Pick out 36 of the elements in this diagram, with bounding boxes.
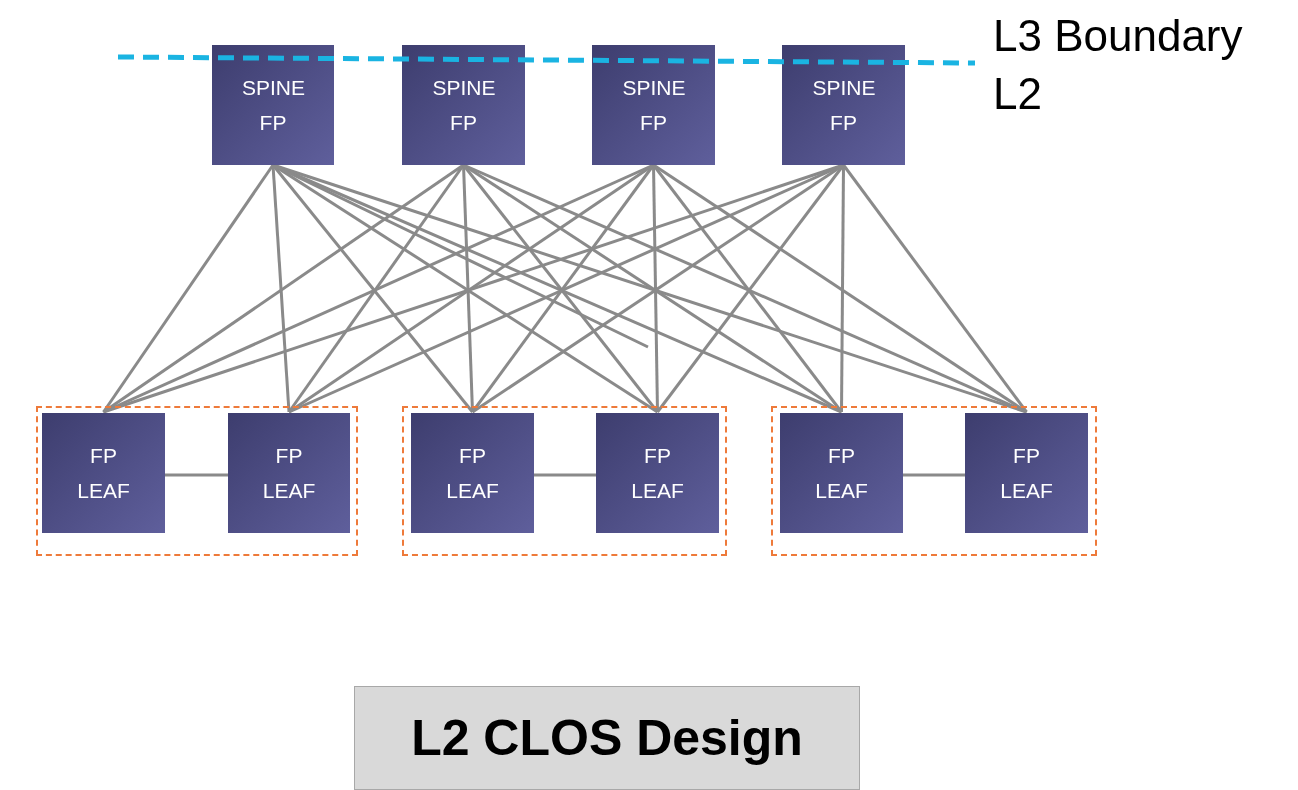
boundary-label: L2 [993,70,1042,118]
device-label: SPINE FP [432,75,495,136]
device-label: FP LEAF [445,443,500,504]
leaf-switch-box [596,413,719,533]
link-line [842,164,1028,413]
leaf-switch-box [780,413,903,533]
boundary-label: L3 Boundary [993,12,1243,60]
leaf-switch-box [411,413,534,533]
device-label: FP LEAF [630,443,685,504]
leaf-switch-box [42,413,165,533]
device-label: FP LEAF [261,443,317,504]
dashed-group-box [402,406,727,556]
link-line [840,165,845,412]
link-line [271,164,291,413]
device-label: FP LEAF [76,443,131,504]
spine-switch-box [402,45,525,165]
dashed-group-box [36,406,358,556]
device-label: SPINE FP [242,75,304,136]
device-label: FP LEAF [814,443,869,504]
leaf-switch-box [965,413,1088,533]
link-line [165,473,228,477]
device-label: FP LEAF [999,443,1054,504]
dashed-group-box [771,406,1097,556]
link-line [102,164,275,413]
link-line [903,473,965,477]
link-line [652,164,659,413]
caption-box [354,686,860,790]
leaf-switch-box [228,413,350,533]
caption-text: L2 CLOS Design [411,709,803,767]
link-line [534,473,596,477]
device-label: SPINE FP [622,75,685,136]
device-label: SPINE FP [812,75,875,136]
link-line [462,164,474,413]
spine-switch-box [592,45,715,165]
spine-switch-box [212,45,334,165]
spine-switch-box [782,45,905,165]
